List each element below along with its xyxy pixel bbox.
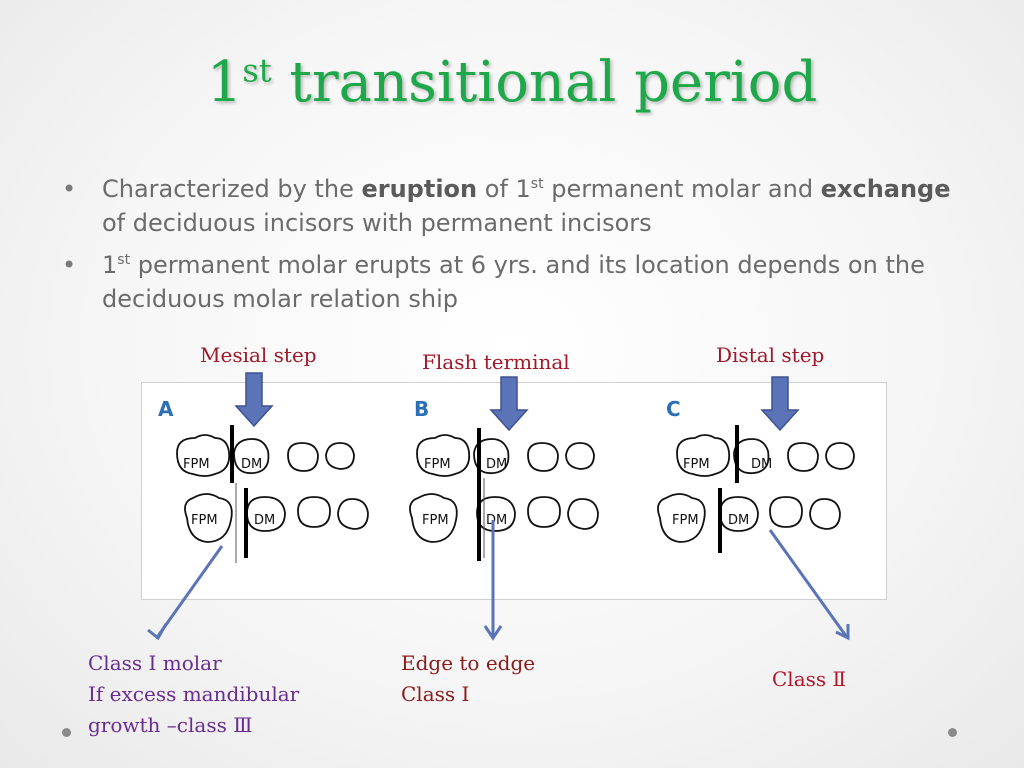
bullet-1-bold-eruption: eruption [361, 175, 478, 203]
panel-a-upper-dm: DM [241, 457, 263, 472]
note-a-line-3: growth –class Ⅲ [88, 713, 253, 737]
note-b-line-2: Class I [401, 682, 470, 706]
panel-a-lower-dm: DM [254, 513, 276, 528]
title-rest: transitional period [271, 50, 818, 115]
panel-a-upper-fpm: FPM [183, 457, 210, 472]
mesial-step-arrow-icon [234, 372, 274, 428]
note-class-ii: Class Ⅱ [772, 664, 846, 695]
slide-title: 1st transitional period [0, 50, 1024, 115]
bullet-2-sup: st [117, 252, 131, 268]
note-a-line-2: If excess mandibular [88, 682, 300, 706]
title-superscript: st [242, 51, 272, 90]
bullet-1-text-1: Characterized by the [102, 175, 362, 203]
bullet-dot-icon: • [62, 251, 77, 279]
panel-c-teeth [657, 434, 855, 543]
bullet-item-1: • Characterized by the eruption of 1st p… [60, 172, 960, 240]
bullet-dot-icon: • [62, 175, 77, 203]
bullet-1-bold-exchange: exchange [820, 175, 951, 203]
panel-b-teeth [409, 434, 599, 543]
panel-letter-b: B [414, 397, 430, 421]
pointer-arrow-c-icon [768, 529, 848, 637]
panel-c-upper-dm: DM [751, 457, 773, 472]
title-main: 1 [206, 50, 243, 115]
panel-letter-a: A [158, 397, 174, 421]
label-flash-terminal: Flash terminal [422, 350, 570, 374]
teeth-diagram [176, 425, 855, 563]
panel-c-lower-fpm: FPM [672, 513, 699, 528]
bullet-1-text-3: permanent molar and [543, 175, 821, 203]
panel-a-lower-fpm: FPM [191, 513, 218, 528]
corner-dot-left [62, 728, 71, 737]
panel-b-lower-fpm: FPM [422, 513, 449, 528]
bullet-2-text-1: 1 [102, 251, 118, 279]
bullet-list: • Characterized by the eruption of 1st p… [60, 172, 960, 324]
bullet-1-text-4: of deciduous incisors with permanent inc… [102, 209, 652, 237]
label-mesial-step: Mesial step [200, 343, 317, 367]
panel-c-lower-dm: DM [728, 513, 750, 528]
panel-c-upper-fpm: FPM [683, 457, 710, 472]
panel-b-upper-dm: DM [486, 457, 508, 472]
pointer-arrow-a-icon [156, 545, 224, 637]
note-class-i-molar: Class I molar If excess mandibular growt… [88, 648, 299, 741]
flash-terminal-arrow-icon [489, 376, 529, 432]
note-b-line-1: Edge to edge [401, 651, 536, 675]
panel-a-teeth [176, 434, 369, 543]
panel-b-lower-dm: DM [486, 513, 508, 528]
bullet-1-text-2: of 1 [477, 175, 531, 203]
note-c-line-1: Class Ⅱ [772, 667, 847, 691]
corner-dot-right [948, 728, 957, 737]
label-distal-step: Distal step [716, 343, 825, 367]
note-a-line-1: Class I molar [88, 651, 222, 675]
note-edge-to-edge: Edge to edge Class I [401, 648, 535, 710]
bullet-1-sup: st [530, 176, 544, 192]
distal-step-arrow-icon [760, 376, 800, 432]
panel-letter-c: C [666, 397, 681, 421]
molar-relation-figure: A B C FPM DM FPM DM FPM DM FPM DM FPM DM… [141, 382, 887, 600]
bullet-item-2: • 1st permanent molar erupts at 6 yrs. a… [60, 248, 960, 316]
panel-b-upper-fpm: FPM [424, 457, 451, 472]
bullet-2-text-2: permanent molar erupts at 6 yrs. and its… [102, 251, 925, 313]
